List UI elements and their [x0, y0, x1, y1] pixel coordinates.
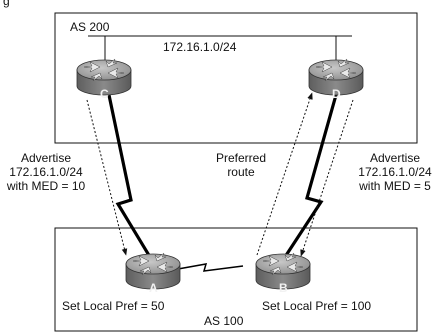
right-advertise-line2: 172.16.1.0/24	[358, 165, 432, 179]
left-advertise-line3: with MED = 10	[6, 179, 86, 193]
router-b: B	[255, 252, 311, 295]
router-d-letter: D	[332, 87, 341, 101]
serial-link-d-b	[281, 94, 338, 261]
as-200-label: AS 200	[70, 20, 110, 34]
as-100-box	[54, 227, 418, 332]
right-advertise-line3: with MED = 5	[358, 179, 431, 193]
router-d: D	[308, 58, 364, 101]
router-b-local-pref: Set Local Pref = 100	[262, 299, 371, 313]
preferred-route-line2: route	[227, 165, 255, 179]
router-b-letter: B	[279, 281, 288, 295]
serial-link-a-b	[177, 263, 244, 272]
router-c: C	[76, 58, 132, 101]
preferred-route-arrow	[256, 92, 313, 256]
as-100-label: AS 100	[204, 314, 244, 328]
router-a-local-pref: Set Local Pref = 50	[62, 299, 165, 313]
as-200-box	[54, 12, 418, 144]
serial-link-c-a	[107, 94, 155, 263]
advertise-arrow-d-to-b	[300, 99, 354, 257]
router-a-letter: A	[149, 281, 158, 295]
advertise-arrow-c-to-a	[86, 99, 128, 256]
preferred-route-line1: Preferred	[216, 151, 266, 165]
router-a: A	[125, 252, 181, 295]
left-advertise-line1: Advertise	[21, 151, 71, 165]
network-label: 172.16.1.0/24	[163, 40, 237, 54]
right-advertise-line1: Advertise	[370, 151, 420, 165]
left-advertise-line2: 172.16.1.0/24	[9, 165, 83, 179]
caption-fragment: g	[3, 0, 10, 8]
router-c-letter: C	[100, 87, 109, 101]
